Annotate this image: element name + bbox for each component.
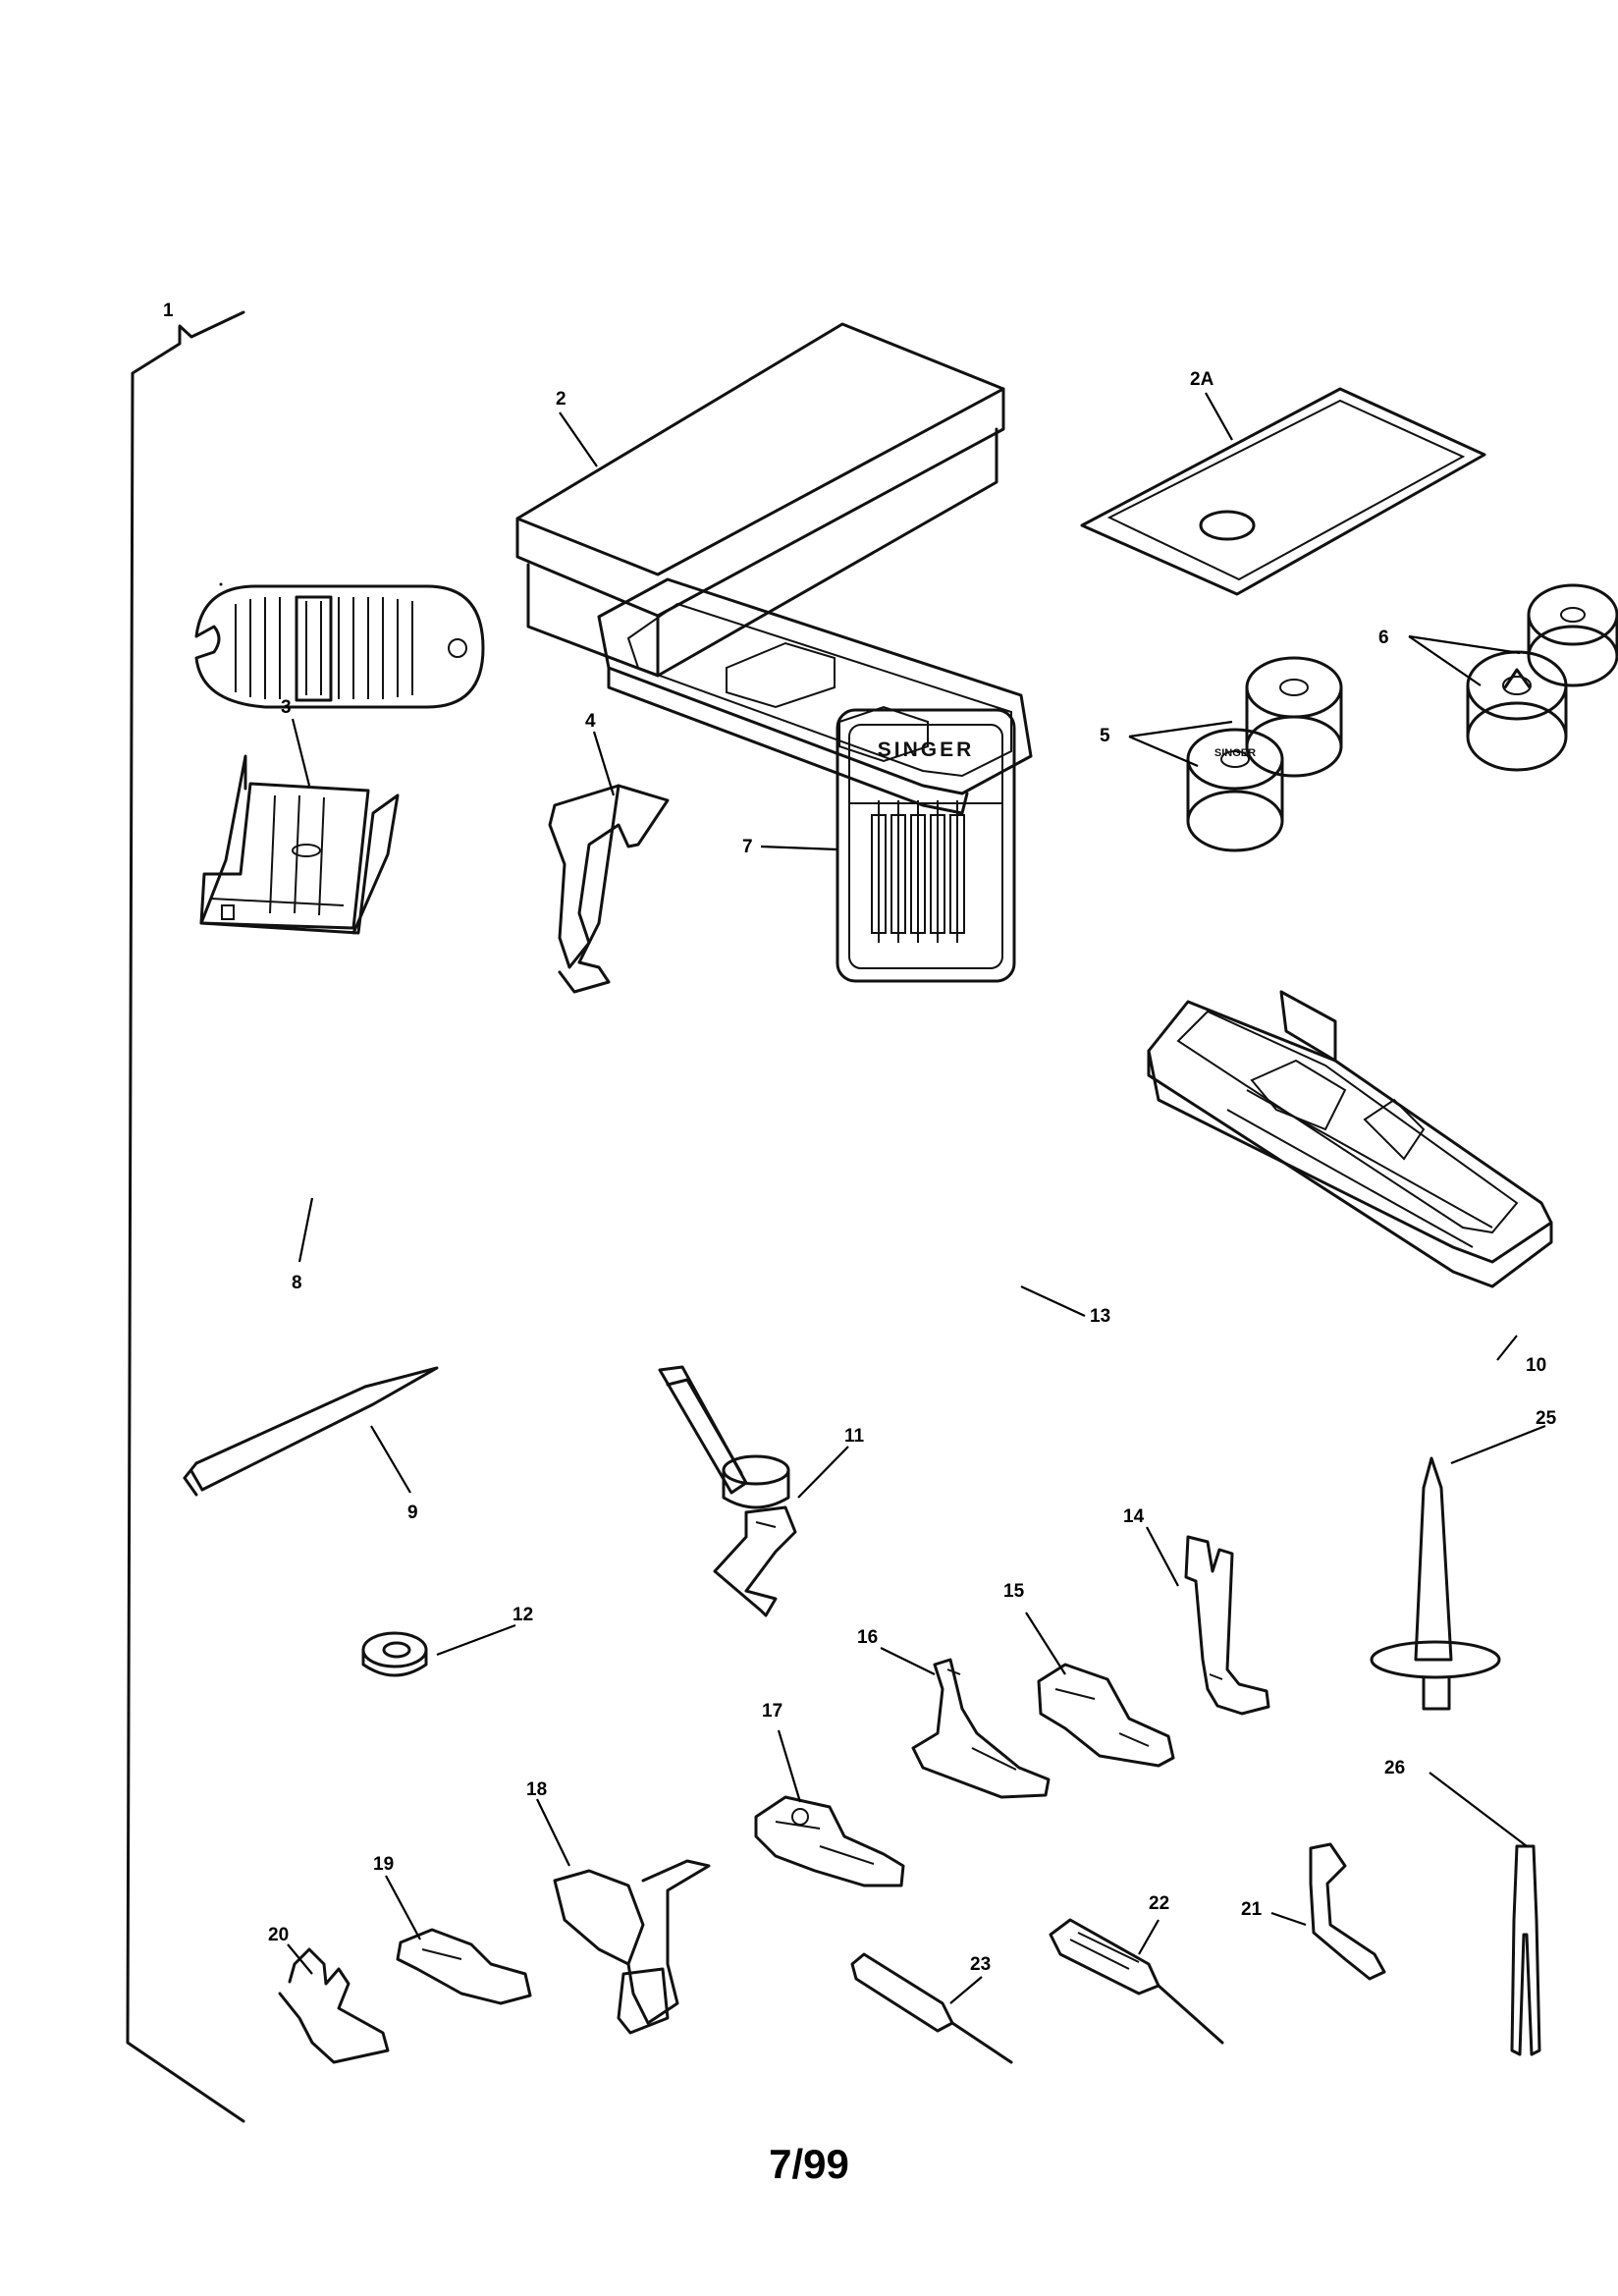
callout-25: 25 (1536, 1408, 1557, 1429)
part-15-zipper-foot (1037, 1663, 1175, 1768)
callout-20: 20 (268, 1925, 289, 1945)
part-5-bobbins: SINGER (1186, 656, 1343, 852)
part-22-screwdriver (1049, 1918, 1224, 2045)
callout-14: 14 (1123, 1506, 1145, 1527)
part-17-special-foot (754, 1795, 905, 1887)
callout-18: 18 (526, 1779, 547, 1800)
callout-10: 10 (1526, 1355, 1546, 1376)
callout-2: 2 (556, 389, 566, 410)
callout-3: 3 (281, 697, 292, 718)
callout-1: 1 (163, 301, 174, 321)
part-25-spool-pin (1370, 1456, 1501, 1711)
part-12-spool-cap (361, 1631, 428, 1677)
callout-4: 4 (585, 711, 596, 732)
part-26-fork (1510, 1844, 1541, 2056)
callout-labels: 1 2 2A 3 4 5 6 7 8 9 10 11 12 13 14 15 1… (163, 301, 1557, 1975)
part-4-guide-foot (548, 784, 670, 994)
callout-8: 8 (292, 1273, 302, 1293)
part-23-screwdriver (850, 1952, 1013, 2064)
callout-6: 6 (1378, 628, 1389, 648)
part-8-zigzag-plate (194, 582, 485, 709)
callout-15: 15 (1003, 1581, 1025, 1602)
bracket-1 (126, 310, 245, 2123)
callout-16: 16 (857, 1627, 878, 1648)
part-14-cording-foot (1184, 1535, 1270, 1716)
part-13-buttonhole-frame (597, 577, 1033, 815)
callout-5: 5 (1100, 726, 1110, 746)
callout-12: 12 (512, 1605, 533, 1625)
callout-22: 22 (1149, 1893, 1169, 1914)
callout-9: 9 (407, 1503, 418, 1523)
callout-26: 26 (1384, 1758, 1405, 1778)
part-7-needle-pack: SINGER (836, 708, 1016, 983)
part-20-blindhem-guide (278, 1947, 390, 2064)
page-number: 7/99 (769, 2141, 849, 2187)
bobbin-brand: SINGER (1214, 747, 1256, 759)
callout-7: 7 (742, 837, 753, 857)
callout-2a: 2A (1190, 369, 1214, 390)
callout-23: 23 (970, 1954, 991, 1975)
part-18-walking-foot (553, 1859, 711, 2035)
callout-13: 13 (1090, 1306, 1110, 1327)
part-6-bobbins (1466, 583, 1618, 772)
callout-21: 21 (1241, 1899, 1263, 1920)
part-16-general-foot (911, 1658, 1051, 1799)
part-10-buttonhole-foot (1147, 990, 1553, 1288)
part-3-throat-plate (199, 754, 400, 935)
part-2a-cover-sheet (1080, 387, 1486, 596)
part-11-darning-foot (658, 1365, 797, 1617)
part-21-foot-shank (1309, 1842, 1386, 1981)
leader-lines (287, 392, 1546, 2004)
callout-11: 11 (844, 1426, 865, 1447)
part-19-satin-foot (396, 1928, 532, 2005)
part-9-seam-ripper (183, 1366, 439, 1497)
part-2-accessory-box (515, 322, 1005, 678)
callout-19: 19 (373, 1854, 394, 1875)
callout-17: 17 (762, 1701, 782, 1722)
